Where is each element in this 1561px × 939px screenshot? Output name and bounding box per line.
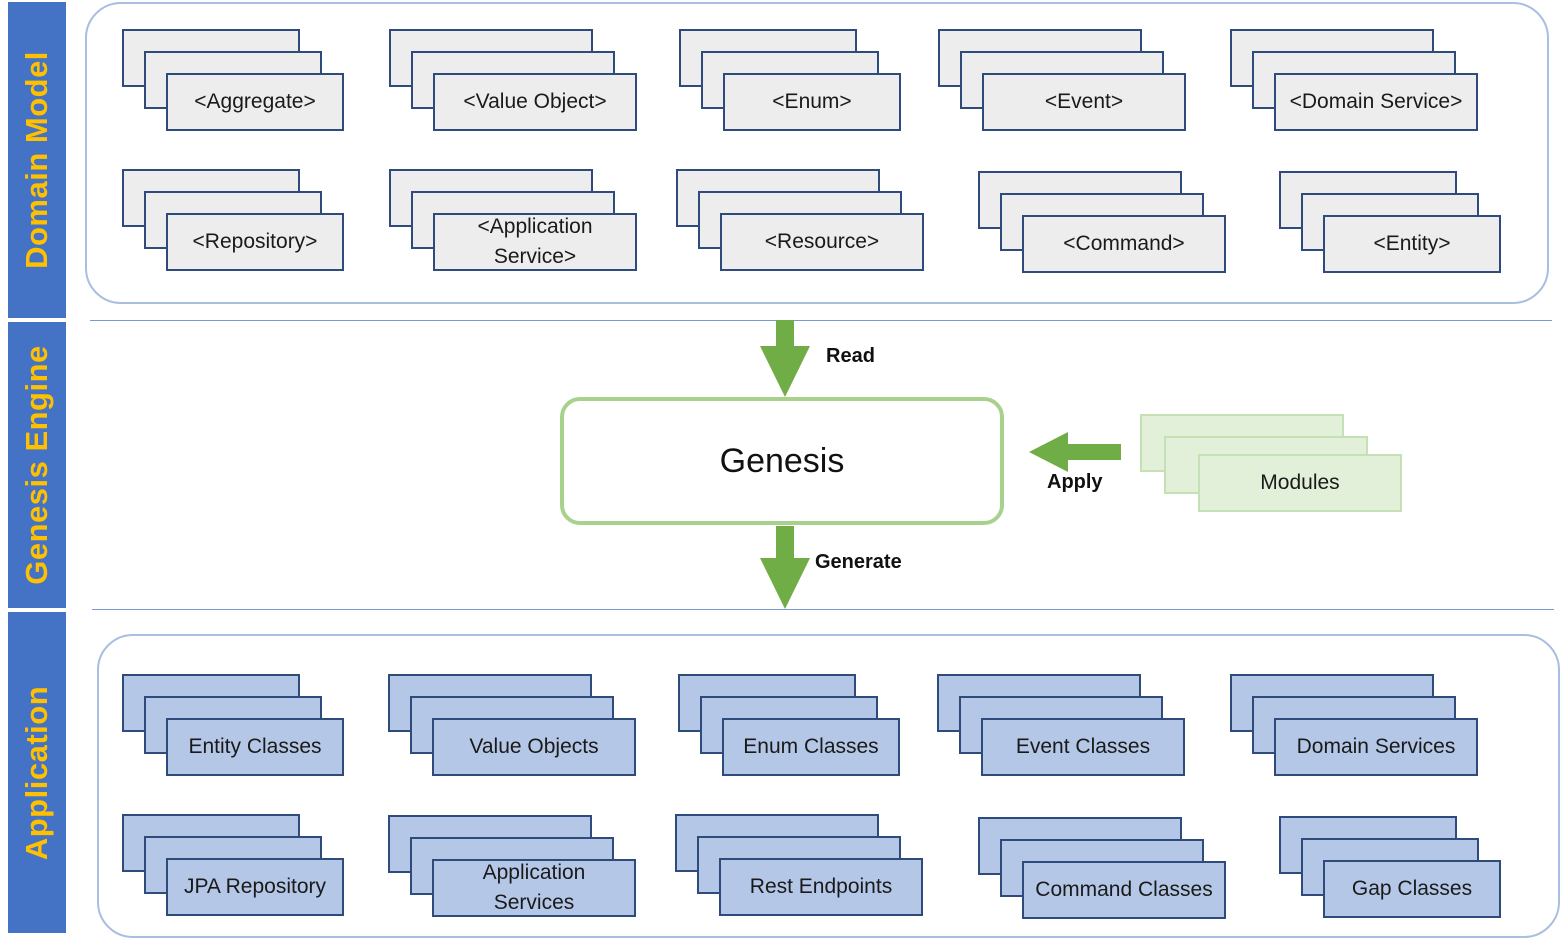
app-stack-domain-services: Domain Services bbox=[1230, 674, 1478, 780]
app-card-jpa-repository: JPA Repository bbox=[166, 858, 344, 916]
app-card-gap-classes: Gap Classes bbox=[1323, 860, 1501, 918]
app-card-rest-endpoints: Rest Endpoints bbox=[719, 858, 923, 916]
app-stack-command-classes: Command Classes bbox=[978, 817, 1226, 923]
app-stack-event-classes: Event Classes bbox=[937, 674, 1185, 780]
app-stack-application-services: Application Services bbox=[388, 815, 636, 921]
modules-card: Modules bbox=[1198, 454, 1402, 512]
band-domain-model: Domain Model bbox=[8, 2, 66, 318]
generate-arrow bbox=[760, 526, 810, 609]
app-stack-gap-classes: Gap Classes bbox=[1279, 816, 1501, 922]
genesis-engine-box: Genesis bbox=[560, 397, 1004, 525]
divider-top bbox=[90, 320, 1552, 321]
app-card-application-services: Application Services bbox=[432, 859, 636, 917]
app-card-enum-classes: Enum Classes bbox=[722, 718, 900, 776]
app-stack-rest-endpoints: Rest Endpoints bbox=[675, 814, 923, 920]
app-card-command-classes: Command Classes bbox=[1022, 861, 1226, 919]
domain-stack-aggregate: <Aggregate> bbox=[122, 29, 344, 135]
domain-stack-command: <Command> bbox=[978, 171, 1226, 277]
domain-card-entity: <Entity> bbox=[1323, 215, 1501, 273]
generate-label: Generate bbox=[815, 551, 902, 573]
app-stack-enum-classes: Enum Classes bbox=[678, 674, 900, 780]
domain-card-value-object: <Value Object> bbox=[433, 73, 637, 131]
app-card-value-objects: Value Objects bbox=[432, 718, 636, 776]
read-label: Read bbox=[826, 345, 875, 367]
band-genesis-engine: Genesis Engine bbox=[8, 322, 66, 608]
apply-arrow bbox=[1029, 432, 1121, 472]
domain-card-enum: <Enum> bbox=[723, 73, 901, 131]
app-stack-jpa-repository: JPA Repository bbox=[122, 814, 344, 920]
app-card-entity-classes: Entity Classes bbox=[166, 718, 344, 776]
apply-label: Apply bbox=[1047, 471, 1103, 493]
divider-bottom bbox=[92, 609, 1554, 610]
modules-stack: Modules bbox=[1140, 414, 1404, 516]
app-stack-value-objects: Value Objects bbox=[388, 674, 636, 780]
domain-card-domain-service: <Domain Service> bbox=[1274, 73, 1478, 131]
read-arrow bbox=[760, 320, 810, 397]
app-stack-entity-classes: Entity Classes bbox=[122, 674, 344, 780]
domain-card-aggregate: <Aggregate> bbox=[166, 73, 344, 131]
domain-stack-domain-service: <Domain Service> bbox=[1230, 29, 1478, 135]
genesis-title: Genesis bbox=[719, 441, 845, 480]
domain-stack-application-service: <Application Service> bbox=[389, 169, 637, 275]
band-application: Application bbox=[8, 612, 66, 933]
domain-stack-event: <Event> bbox=[938, 29, 1186, 135]
domain-stack-entity: <Entity> bbox=[1279, 171, 1501, 277]
domain-stack-enum: <Enum> bbox=[679, 29, 901, 135]
domain-card-event: <Event> bbox=[982, 73, 1186, 131]
domain-stack-repository: <Repository> bbox=[122, 169, 344, 275]
domain-stack-resource: <Resource> bbox=[676, 169, 924, 275]
domain-card-repository: <Repository> bbox=[166, 213, 344, 271]
app-card-event-classes: Event Classes bbox=[981, 718, 1185, 776]
domain-stack-value-object: <Value Object> bbox=[389, 29, 637, 135]
app-card-domain-services: Domain Services bbox=[1274, 718, 1478, 776]
domain-card-resource: <Resource> bbox=[720, 213, 924, 271]
domain-card-application-service: <Application Service> bbox=[433, 213, 637, 271]
domain-card-command: <Command> bbox=[1022, 215, 1226, 273]
